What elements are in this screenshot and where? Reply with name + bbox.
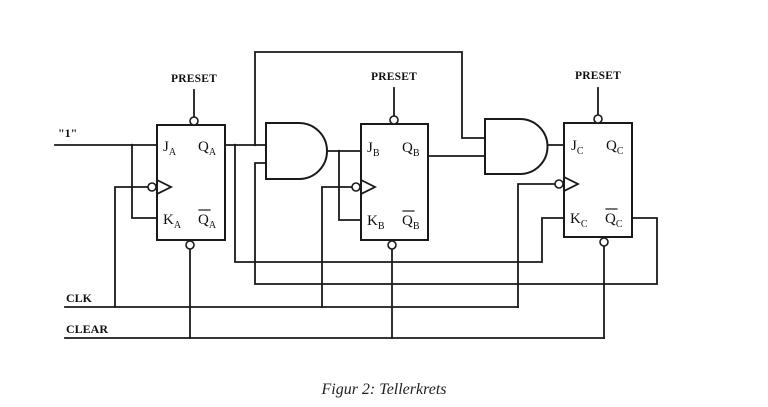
clear-bubble-c: [599, 237, 609, 247]
wire-ja-to-ka: [131, 144, 158, 219]
pin-k-c: KC: [570, 211, 588, 230]
wire-and1-in2: [254, 162, 658, 285]
clock-bubble-b: [351, 182, 361, 192]
pin-j-a: JA: [163, 139, 177, 158]
clear-bubble-a: [185, 240, 195, 250]
pin-k-a: KA: [163, 212, 182, 231]
junction-dot: [253, 143, 257, 147]
clock-triangle-a: [155, 178, 174, 196]
preset-label-c: PRESET: [575, 70, 621, 82]
pin-qbar-b: QB: [402, 213, 420, 232]
pin-q-c: QC: [606, 138, 624, 157]
and-gate-1: [265, 122, 328, 180]
flip-flop-a: JA QA KA QA PRESET: [147, 73, 226, 250]
preset-label-b: PRESET: [371, 71, 417, 83]
wire-qa-to-kc: [234, 144, 565, 263]
flip-flop-b: JB QB KB QB PRESET: [351, 71, 429, 250]
and-gate-2: [484, 118, 549, 175]
flip-flop-c: JC QC KC QC PRESET: [554, 70, 633, 247]
preset-bubble-b: [389, 115, 399, 125]
clock-bubble-c: [554, 179, 564, 189]
preset-label-a: PRESET: [171, 73, 217, 85]
junction-dot: [130, 143, 134, 147]
pin-q-a: QA: [198, 139, 217, 158]
junction-dot: [337, 149, 341, 153]
junction-dot: [233, 143, 237, 147]
pin-qbar-a: QA: [198, 212, 217, 231]
wire-top-feedback: [254, 51, 486, 146]
junctions: [130, 143, 341, 153]
figure-caption: Figur 2: Tellerkrets: [321, 381, 447, 398]
label-constant-one: "1": [58, 126, 77, 140]
wires: [54, 51, 658, 339]
pin-j-b: JB: [367, 140, 380, 159]
label-clear: CLEAR: [66, 322, 108, 336]
wire-clk-to-ffc: [517, 183, 558, 308]
pin-j-c: JC: [571, 138, 584, 157]
preset-bubble-a: [189, 116, 199, 126]
wire-clk-to-ffa: [114, 186, 151, 308]
clock-triangle-c: [562, 175, 581, 193]
clock-triangle-b: [359, 178, 378, 196]
clear-bubble-b: [387, 240, 397, 250]
label-clk: CLK: [66, 291, 93, 305]
preset-bubble-c: [593, 114, 603, 124]
wire-clk-to-ffb: [321, 186, 355, 308]
wire-jb-to-kb: [338, 150, 362, 221]
pin-q-b: QB: [402, 140, 420, 159]
pin-k-b: KB: [367, 213, 385, 232]
clock-bubble-a: [147, 182, 157, 192]
pin-qbar-c: QC: [605, 211, 623, 230]
